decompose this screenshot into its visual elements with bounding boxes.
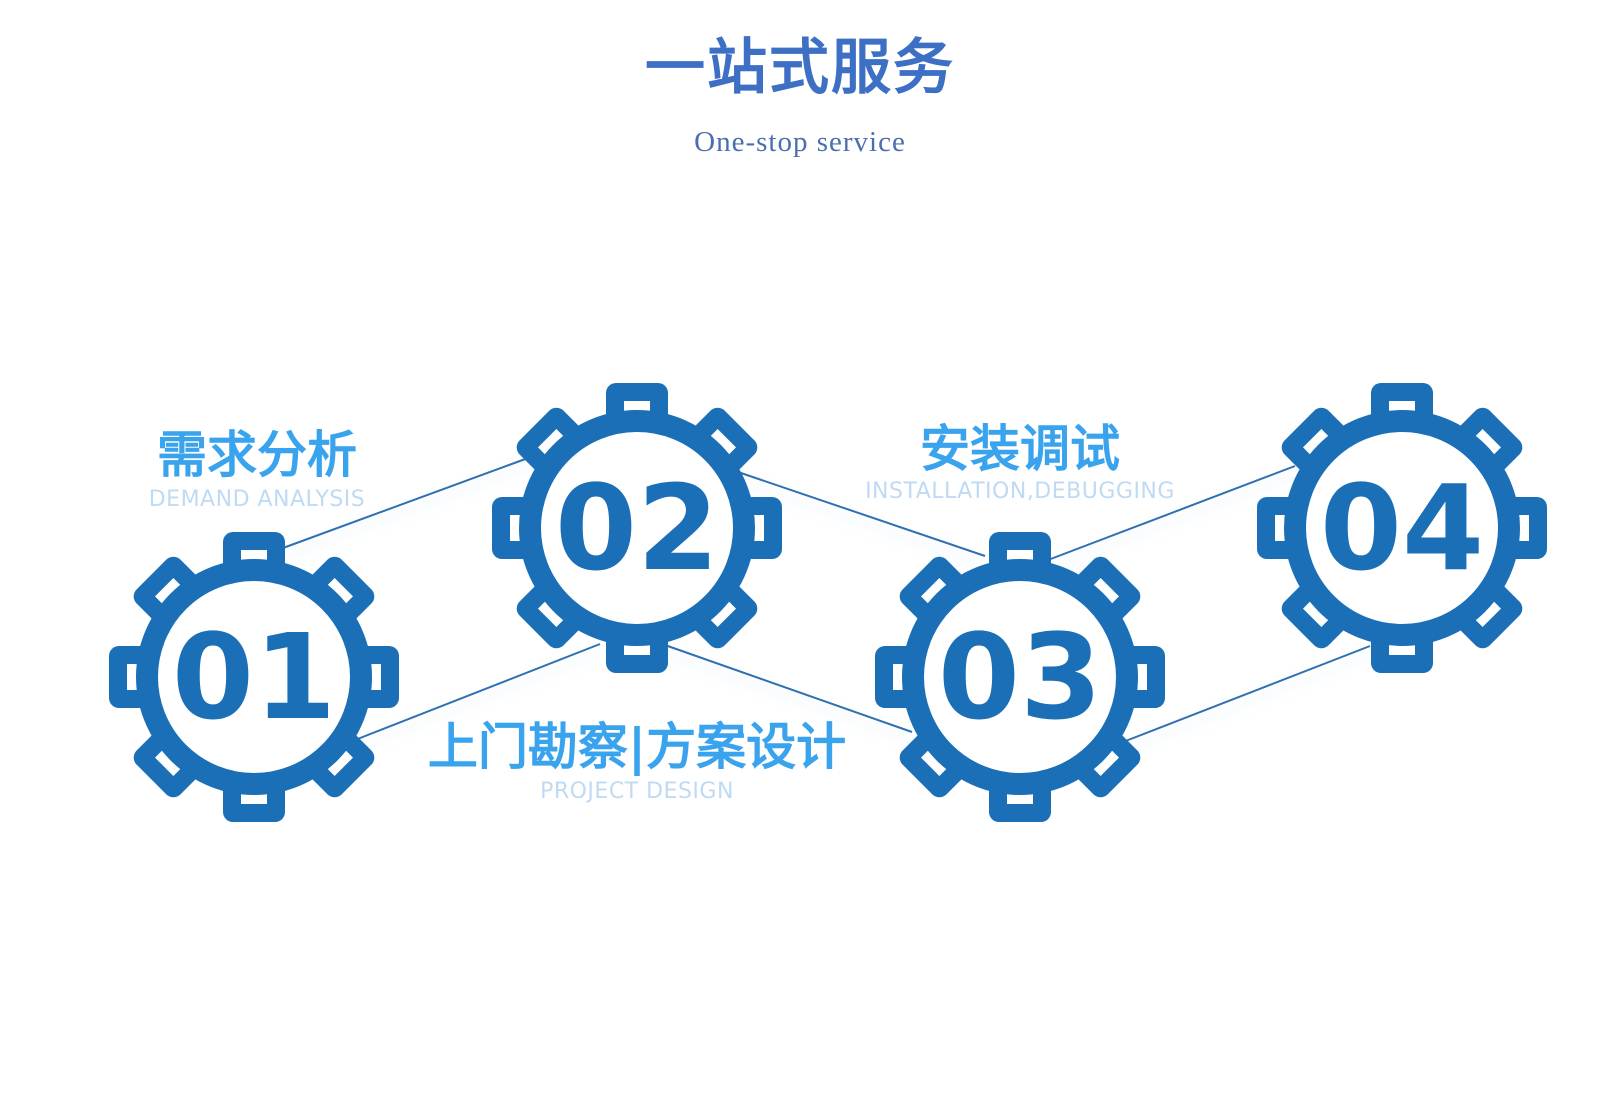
gear-tooth	[899, 729, 968, 798]
step-number: 02	[555, 459, 719, 597]
gear-tooth	[516, 407, 585, 476]
step-number: 04	[1320, 459, 1484, 597]
step-04-gear-icon: 04	[1257, 383, 1547, 673]
gear-tooth	[306, 556, 375, 625]
step-title: 安装调试	[920, 420, 1120, 478]
gear-tooth	[133, 729, 202, 798]
connector-lines	[282, 457, 1371, 743]
step-03-gear-icon: 03	[875, 532, 1165, 822]
gear-tooth	[1072, 729, 1141, 798]
step-number: 03	[938, 608, 1102, 746]
step-subtitle: INSTALLATION,DEBUGGING	[865, 479, 1175, 504]
gear-tooth	[133, 556, 202, 625]
step-01-gear-icon: 01	[109, 532, 399, 822]
step-02-label: 上门勘察|方案设计 PROJECT DESIGN	[428, 718, 846, 804]
step-subtitle: DEMAND ANALYSIS	[149, 487, 366, 512]
connector-line-01-02-bottom	[354, 643, 601, 741]
step-number: 01	[172, 608, 336, 746]
gear-ring	[1284, 410, 1520, 646]
gear-ring	[519, 410, 755, 646]
connector-line-02-03-bottom	[661, 643, 913, 733]
gear-tooth	[1454, 407, 1523, 476]
page-subtitle: One-stop service	[694, 126, 906, 158]
step-subtitle: PROJECT DESIGN	[540, 779, 734, 804]
gear-tooth	[306, 729, 375, 798]
gear-tooth	[1281, 580, 1350, 649]
page-title: 一站式服务	[645, 33, 955, 103]
gear-tooth	[1072, 556, 1141, 625]
gear-tooth	[1281, 407, 1350, 476]
connector-line-03-04-bottom	[1122, 645, 1371, 743]
step-title: 需求分析	[157, 426, 357, 484]
gear-tooth	[516, 580, 585, 649]
connector-line-02-03-top	[737, 471, 986, 557]
step-title: 上门勘察|方案设计	[428, 718, 846, 776]
gear-tooth	[689, 580, 758, 649]
gear-tooth	[899, 556, 968, 625]
gear-tooth	[1454, 580, 1523, 649]
gear-ring	[136, 559, 372, 795]
connector-line-03-04-top	[1047, 465, 1296, 561]
gear-tooth	[689, 407, 758, 476]
step-03-label: 安装调试 INSTALLATION,DEBUGGING	[865, 420, 1175, 504]
connector-line-01-02-top	[282, 457, 529, 549]
step-02-gear-icon: 02	[492, 383, 782, 673]
gear-ring	[902, 559, 1138, 795]
gear-teeth	[875, 532, 1165, 822]
step-01-label: 需求分析 DEMAND ANALYSIS	[149, 426, 366, 512]
